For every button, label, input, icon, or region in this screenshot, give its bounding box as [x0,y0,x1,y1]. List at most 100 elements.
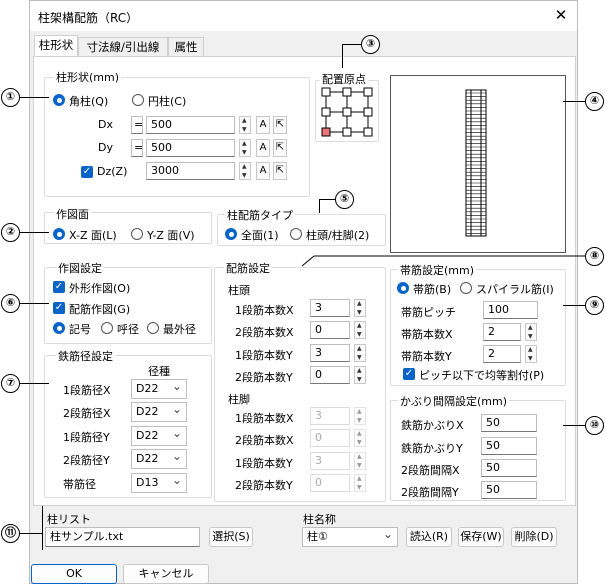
column-name-label: 柱名称 [303,513,336,526]
dia-select-4[interactable]: D22 [131,447,187,469]
hoop-group [390,269,566,386]
symbol-label: 記号 [69,323,91,336]
hoop-ny-stepper[interactable] [525,345,537,363]
head-stepper-3[interactable] [354,344,366,362]
foot-input-4[interactable]: 0 [310,474,350,492]
hoop-nx-stepper[interactable] [525,323,537,341]
rect-column-radio[interactable] [53,94,65,106]
origin-grid-icon[interactable] [318,84,378,140]
head-stepper-2[interactable] [354,321,366,339]
dia-select-1[interactable]: D22 [131,377,187,399]
cover-input-3[interactable]: 50 [481,459,537,477]
tab-column-shape[interactable]: 柱形状 [34,35,78,57]
callout-1-line [20,97,49,98]
column-shape-title: 柱形状(mm) [54,69,122,85]
cover-label-3: 2段筋間隔X [401,464,460,477]
dia-select-3[interactable]: D22 [131,424,187,446]
dz-label: Dz(Z) [97,165,128,178]
head-input-4[interactable]: 0 [310,366,350,384]
hoop-radio[interactable] [397,282,409,294]
column-list-file[interactable]: 柱サンプル.txt [45,527,200,547]
column-name-select[interactable]: 柱① [302,525,398,547]
foot-input-1[interactable]: 3 [310,407,350,425]
round-column-radio[interactable] [132,94,144,106]
bar-type-all-radio[interactable] [225,228,237,240]
dx-eq-button[interactable]: = [131,116,143,134]
bar-type-group [217,214,386,246]
close-icon[interactable]: ✕ [554,6,568,24]
foot-stepper-3[interactable] [354,452,366,470]
outline-checkbox[interactable]: ✓ [53,281,65,293]
callout-10: ⑩ [585,416,604,435]
cover-input-2[interactable]: 50 [481,437,537,455]
callout-8: ⑧ [585,247,604,266]
hoop-ny-input[interactable]: 2 [483,345,521,363]
dy-a-button[interactable]: A [256,139,270,157]
tab-attributes[interactable]: 属性 [168,37,204,57]
origin-title: 配置原点 [320,71,368,87]
dx-input[interactable]: 500 [146,116,235,134]
symbol-radio[interactable] [53,322,65,334]
foot-stepper-2[interactable] [354,429,366,447]
cover-input-1[interactable]: 50 [481,414,537,432]
cover-label-4: 2段筋間隔Y [401,486,459,499]
dz-checkbox[interactable]: ✓ [81,166,93,178]
yz-plane-radio[interactable] [131,228,143,240]
dy-eq-button[interactable]: = [131,139,143,157]
foot-stepper-4[interactable] [354,474,366,492]
cover-input-4[interactable]: 50 [481,481,537,499]
dz-stepper[interactable] [239,162,251,180]
diameter-type-header: 径種 [148,365,170,378]
tab-dimension-lines[interactable]: 寸法線/引出線 [78,37,168,57]
bar-type-headfoot-radio[interactable] [290,228,302,240]
foot-input-2[interactable]: 0 [310,429,350,447]
save-button[interactable]: 保存(W) [458,527,504,547]
callout-6: ⑥ [1,294,20,313]
plane-group [44,212,212,244]
callout-3: ③ [361,35,380,54]
head-input-3[interactable]: 3 [310,344,350,362]
dy-stepper[interactable] [239,139,251,157]
callout-7-line [20,383,49,384]
cancel-button[interactable]: キャンセル [123,564,209,584]
head-input-2[interactable]: 0 [310,321,350,339]
ok-button[interactable]: OK [31,564,117,584]
spiral-radio[interactable] [460,282,472,294]
head-stepper-4[interactable] [354,366,366,384]
dia-select-5[interactable]: D13 [131,471,187,493]
dy-pick-icon[interactable]: ⇱ [273,139,287,157]
dz-a-button[interactable]: A [256,162,270,180]
max-diameter-radio[interactable] [147,322,159,334]
head-label-2: 2段筋本数X [235,326,294,339]
dx-stepper[interactable] [239,116,251,134]
load-button[interactable]: 読込(R) [406,527,452,547]
dx-a-button[interactable]: A [256,116,270,134]
callout-7: ⑦ [1,374,20,393]
foot-input-3[interactable]: 3 [310,452,350,470]
callout-5-line-h [319,199,335,200]
bar-type-all-label: 全面(1) [241,229,279,242]
cover-label-2: 鉄筋かぶりY [401,442,463,455]
xz-plane-radio[interactable] [53,228,65,240]
delete-button[interactable]: 削除(D) [511,527,557,547]
select-file-button[interactable]: 選択(S) [209,527,253,547]
even-pitch-checkbox[interactable]: ✓ [403,368,415,380]
hoop-nx-input[interactable]: 2 [483,323,521,341]
head-input-1[interactable]: 3 [310,299,350,317]
diameter-group [44,355,212,498]
head-label-4: 2段筋本数Y [235,371,293,384]
dy-input[interactable]: 500 [146,139,235,157]
nominal-label: 呼径 [117,323,139,336]
dz-input[interactable]: 3000 [146,162,235,180]
dx-pick-icon[interactable]: ⇱ [273,116,287,134]
draw-settings-group [44,267,212,344]
cover-label-1: 鉄筋かぶりX [401,419,464,432]
nominal-radio[interactable] [101,322,113,334]
dz-pick-icon[interactable]: ⇱ [273,162,287,180]
foot-stepper-1[interactable] [354,407,366,425]
head-stepper-1[interactable] [354,299,366,317]
rebar-draw-checkbox[interactable]: ✓ [53,302,65,314]
dia-select-2[interactable]: D22 [131,400,187,422]
pitch-input[interactable]: 100 [483,301,538,319]
callout-8-line [301,255,585,267]
